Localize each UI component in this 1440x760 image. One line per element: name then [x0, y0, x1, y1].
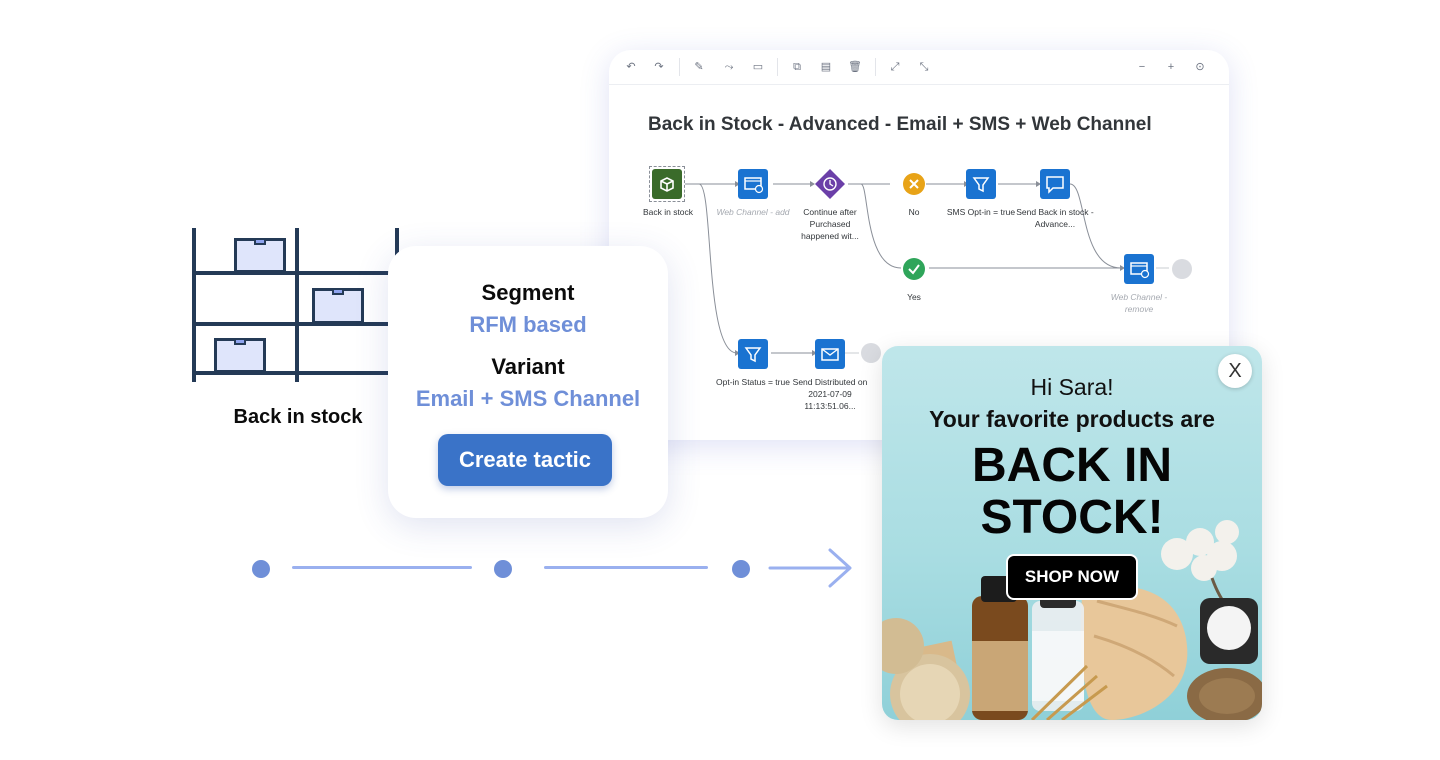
close-popup-button[interactable]: X: [1218, 354, 1252, 388]
node-selection-frame: [649, 166, 685, 202]
shelf-post: [192, 228, 196, 382]
end-flag-icon: [861, 343, 881, 363]
back-in-stock-popup: X Hi Sara! Your favorite products are BA…: [882, 346, 1262, 720]
node-label: Send Back in stock - Advance...: [1016, 207, 1094, 229]
expand-icon[interactable]: ⤢: [890, 61, 900, 73]
node-label: Web Channel - remove: [1110, 292, 1168, 314]
package-box-icon: [234, 238, 286, 273]
close-icon: [909, 179, 919, 189]
zoom-out-icon[interactable]: −: [1138, 61, 1146, 73]
toolbar-divider: [679, 58, 680, 76]
progress-step-dot: [732, 560, 750, 578]
redo-icon[interactable]: ↷: [654, 61, 664, 73]
popup-headline: BACK IN STOCK!: [882, 440, 1262, 544]
node-sms-optin[interactable]: [966, 169, 996, 199]
box-icon: [660, 177, 674, 192]
node-web-channel-remove[interactable]: [1124, 254, 1154, 284]
node-yes[interactable]: [903, 258, 925, 280]
products-image: [882, 520, 1262, 720]
node-label: No: [908, 207, 920, 217]
progress-line: [544, 566, 708, 569]
node-label: Back in stock: [642, 207, 694, 217]
shop-now-button[interactable]: SHOP NOW: [1006, 554, 1138, 600]
create-tactic-button[interactable]: Create tactic: [438, 434, 612, 486]
node-send-distributed[interactable]: [815, 339, 845, 369]
shelf-post: [295, 228, 299, 382]
flow-connectors: [685, 181, 1169, 356]
node-label: Web Channel - add: [716, 207, 790, 217]
shelf-board: [192, 322, 399, 326]
popup-subtitle: Your favorite products are: [929, 406, 1215, 432]
variant-label: Variant: [491, 354, 565, 379]
filter-icon: [744, 347, 762, 363]
collapse-icon[interactable]: ⤡: [919, 61, 929, 73]
clock-icon: [815, 169, 845, 199]
pencil-icon[interactable]: ✎: [694, 61, 704, 73]
shelf-board: [192, 271, 399, 275]
zoom-fit-icon[interactable]: ⊙: [1195, 61, 1205, 73]
arrow-right-icon: [768, 548, 852, 588]
end-flag-icon: [1172, 259, 1192, 279]
toolbar-divider: [875, 58, 876, 76]
sms-icon: [1046, 176, 1064, 194]
undo-icon[interactable]: ↶: [626, 61, 636, 73]
filter-icon: [972, 177, 990, 193]
progress-step-dot: [494, 560, 512, 578]
paste-icon[interactable]: ▤: [820, 61, 832, 73]
connector-icon[interactable]: ⤳: [724, 61, 734, 73]
email-icon: [821, 348, 839, 361]
shelf-caption: Back in stock: [233, 406, 363, 428]
copy-icon[interactable]: ⧉: [793, 61, 801, 73]
check-icon: [908, 264, 920, 275]
node-label: SMS Opt-in = true: [946, 207, 1016, 217]
package-box-icon: [312, 288, 364, 324]
web-channel-icon: [1130, 262, 1150, 279]
flow-title: Back in Stock - Advanced - Email + SMS +…: [648, 114, 1152, 135]
node-send-back-in-stock[interactable]: [1040, 169, 1070, 199]
headline-line: BACK IN: [972, 439, 1172, 492]
node-continue-after[interactable]: [815, 169, 845, 199]
comment-icon[interactable]: ▭: [752, 61, 764, 73]
variant-value: Email + SMS Channel: [415, 386, 641, 411]
node-label: Continue after Purchased happened wit...: [801, 207, 859, 241]
node-optin-status[interactable]: [738, 339, 768, 369]
greeting: Hi Sara!: [1030, 374, 1114, 400]
trash-icon[interactable]: 🗑: [848, 61, 862, 73]
node-back-in-stock[interactable]: [652, 169, 682, 199]
progress-step-dot: [252, 560, 270, 578]
toolbar-divider: [777, 58, 778, 76]
package-box-icon: [214, 338, 266, 373]
node-no[interactable]: [903, 173, 925, 195]
progress-line: [292, 566, 472, 569]
segment-label: Segment: [481, 280, 575, 305]
node-web-channel-add[interactable]: [738, 169, 768, 199]
node-label: Yes: [907, 292, 921, 302]
shelf-board: [192, 371, 399, 375]
segment-value: RFM based: [469, 312, 587, 337]
web-channel-icon: [744, 177, 764, 194]
zoom-in-icon[interactable]: +: [1167, 61, 1175, 73]
editor-toolbar: ↶ ↷ ✎ ⤳ ▭ ⧉ ▤ 🗑 ⤢ ⤡ − + ⊙: [609, 50, 1229, 85]
node-label: Send Distributed on 2021-07-09 11:13:51.…: [792, 377, 868, 411]
tactic-card: Segment RFM based Variant Email + SMS Ch…: [388, 246, 668, 518]
headline-line: STOCK!: [980, 491, 1164, 544]
node-label: Opt-in Status = true: [716, 377, 790, 387]
